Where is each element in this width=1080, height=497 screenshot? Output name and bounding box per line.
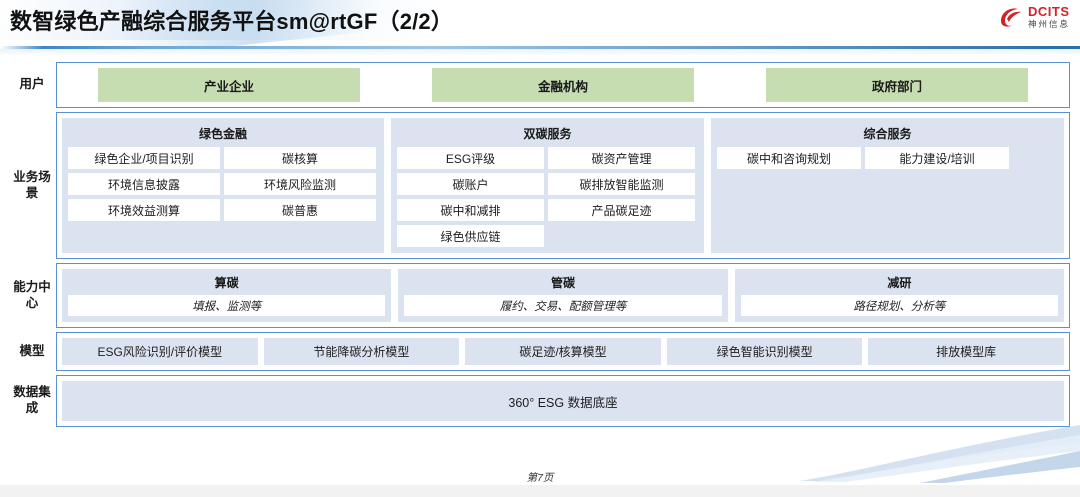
model-chip[interactable]: 绿色智能识别模型: [666, 338, 863, 365]
scenario-panel-comprehensive: 综合服务 碳中和咨询规划 能力建设/培训: [711, 118, 1064, 253]
capability-title: 管碳: [550, 276, 575, 290]
capability-subtitle[interactable]: 填报、监测等: [68, 295, 386, 316]
user-cell: 政府部门: [730, 68, 1064, 102]
capability-title: 减研: [887, 276, 912, 290]
model-chip[interactable]: 碳足迹/核算模型: [465, 338, 661, 365]
logo-text-cn: 神州信息: [1027, 19, 1070, 29]
scenario-chip[interactable]: 绿色供应链: [397, 225, 544, 247]
scenario-chip[interactable]: 环境效益测算: [68, 199, 220, 221]
scenario-chip[interactable]: 碳账户: [397, 173, 544, 195]
capability-title: 算碳: [214, 276, 239, 290]
title-divider: [0, 46, 1080, 49]
capability-panel-reduce: 减研 路径规划、分析等: [734, 269, 1064, 322]
row-label-data: 数据集成: [13, 385, 51, 415]
capability-subtitle[interactable]: 路径规划、分析等: [740, 295, 1058, 316]
scenario-panel-dual-carbon: 双碳服务 ESG评级 碳资产管理 碳账户 碳排放智能监测 碳中和减排 产品碳足迹…: [391, 118, 704, 253]
model-chip[interactable]: ESG风险识别/评价模型: [62, 338, 258, 365]
scenario-chip[interactable]: 绿色企业/项目识别: [68, 147, 220, 169]
capability-subtitle[interactable]: 履约、交易、配额管理等: [404, 295, 722, 316]
row-body-data: 360° ESG 数据底座: [56, 375, 1070, 427]
panel-title: 双碳服务: [523, 127, 572, 141]
scenario-chip[interactable]: 环境风险监测: [224, 173, 376, 195]
user-cell: 金融机构: [396, 68, 730, 102]
scenario-chip[interactable]: 碳排放智能监测: [548, 173, 695, 195]
layer-row-model: 模型 ESG风险识别/评价模型 节能降碳分析模型 碳足迹/核算模型 绿色智能识别…: [8, 332, 1070, 371]
model-chip[interactable]: 排放模型库: [868, 338, 1064, 365]
layer-row-capability: 能力中心 算碳 填报、监测等 管碳 履约、交易、配额管理等 减研 路径规划、分析…: [8, 263, 1070, 328]
scenario-chip[interactable]: 能力建设/培训: [865, 147, 1009, 169]
scenario-panel-green-finance: 绿色金融 绿色企业/项目识别 碳核算 环境信息披露 环境风险监测 环境效益测算 …: [62, 118, 384, 253]
user-item-financial[interactable]: 金融机构: [432, 68, 694, 102]
panel-title: 综合服务: [863, 127, 912, 141]
scenario-chip[interactable]: 碳中和咨询规划: [717, 147, 861, 169]
bottom-strip: [0, 485, 1080, 497]
architecture-diagram: 用户 产业企业 金融机构 政府部门 业务场景 绿色金融: [8, 62, 1070, 431]
user-cell: 产业企业: [62, 68, 396, 102]
row-body-user: 产业企业 金融机构 政府部门: [56, 62, 1070, 108]
row-label-scenario: 业务场景: [13, 169, 51, 200]
row-label-model: 模型: [19, 343, 45, 358]
layer-row-data: 数据集成 360° ESG 数据底座: [8, 375, 1070, 427]
layer-row-scenario: 业务场景 绿色金融 绿色企业/项目识别 碳核算 环境信息披露 环境风险监测 环境…: [8, 112, 1070, 259]
scenario-chip[interactable]: 碳普惠: [224, 199, 376, 221]
scenario-chip[interactable]: 产品碳足迹: [548, 199, 695, 221]
scenario-chip[interactable]: ESG评级: [397, 147, 544, 169]
row-body-scenario: 绿色金融 绿色企业/项目识别 碳核算 环境信息披露 环境风险监测 环境效益测算 …: [56, 112, 1070, 259]
row-body-capability: 算碳 填报、监测等 管碳 履约、交易、配额管理等 减研 路径规划、分析等: [56, 263, 1070, 328]
dcits-swoosh-icon: [1000, 8, 1021, 27]
user-item-government[interactable]: 政府部门: [766, 68, 1028, 102]
row-label-capability: 能力中心: [13, 279, 51, 310]
model-chip[interactable]: 节能降碳分析模型: [263, 338, 460, 365]
data-foundation-bar[interactable]: 360° ESG 数据底座: [62, 381, 1064, 421]
user-item-industry[interactable]: 产业企业: [98, 68, 360, 102]
capability-panel-calculate: 算碳 填报、监测等: [62, 269, 392, 322]
scenario-chip[interactable]: 碳中和减排: [397, 199, 544, 221]
capability-panel-manage: 管碳 履约、交易、配额管理等: [398, 269, 728, 322]
row-label-user: 用户: [19, 77, 45, 92]
scenario-chip[interactable]: 碳核算: [224, 147, 376, 169]
page-number: 第7页: [526, 472, 554, 484]
title-divider-glow: [0, 49, 1080, 56]
panel-title: 绿色金融: [198, 127, 247, 141]
company-logo: DCITS 神州信息: [998, 5, 1070, 29]
row-body-model: ESG风险识别/评价模型 节能降碳分析模型 碳足迹/核算模型 绿色智能识别模型 …: [56, 332, 1070, 371]
logo-wordmark: DCITS 神州信息: [1028, 5, 1070, 29]
logo-text-en: DCITS: [1027, 4, 1070, 19]
page-title: 数智绿色产融综合服务平台sm@rtGF（2/2）: [10, 9, 454, 34]
scenario-chip[interactable]: 碳资产管理: [548, 147, 695, 169]
layer-row-user: 用户 产业企业 金融机构 政府部门: [8, 62, 1070, 108]
scenario-chip[interactable]: 环境信息披露: [68, 173, 220, 195]
